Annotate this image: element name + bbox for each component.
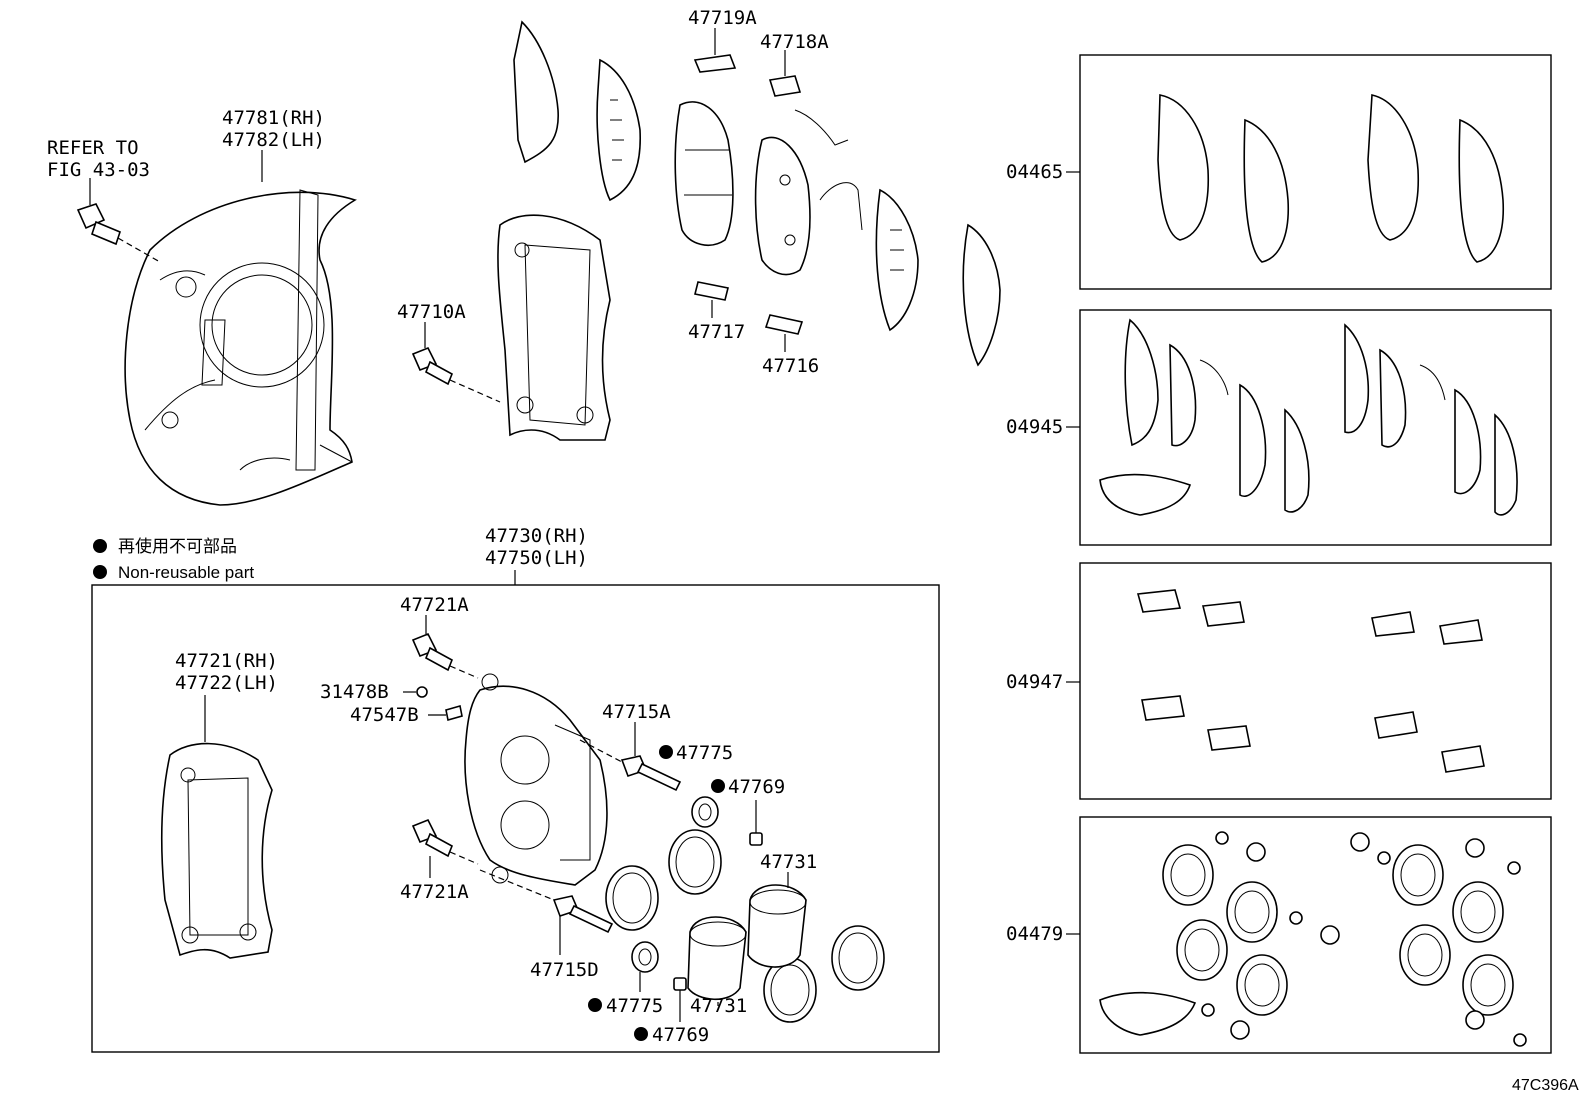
boot-47775-bottom-illustration [631,941,659,992]
bolt-47721a-top-label: 47721A [400,594,469,616]
piston-47731-bottom-label: 47731 [690,995,747,1017]
pad-illustration-2 [754,136,811,276]
dust-cover-illustration [124,189,357,506]
piston-47731-bottom-illustration [687,916,747,1006]
dust-cover-lh-label: 47782(LH) [222,129,325,151]
kit-04945-box [1066,309,1552,546]
piston-47731-top-illustration [747,872,807,968]
kit-04479-label: 04479 [1006,923,1063,945]
shim-illustration-4 [962,223,1001,367]
boot-47775-top-label: 47775 [676,742,733,764]
refer-to-line1: REFER TO [47,137,139,159]
clip-47718a-label: 47718A [760,31,829,53]
shim-illustration-1 [513,20,559,164]
part-47547b-illustration [445,704,463,722]
mount-rh-label: 47721(RH) [175,650,278,672]
caliper-mount-illustration [160,742,273,959]
refer-bolt-illustration [76,178,161,263]
seal-ring-illustration [605,829,885,1023]
dust-cover-rh-label: 47781(RH) [222,107,325,129]
kit-04465-label: 04465 [1006,161,1063,183]
part-31478b-illustration [416,686,428,698]
kit-04947-label: 04947 [1006,671,1063,693]
bolt-47710a-label: 47710A [397,301,466,323]
non-reusable-bullet-icon [588,998,602,1012]
clip-47719a-illustration [693,28,737,73]
mount-lh-label: 47722(LH) [175,672,278,694]
kit-04945-label: 04945 [1006,416,1063,438]
clip-47719a-label: 47719A [688,7,757,29]
pad-illustration-1 [674,101,734,246]
bracket-illustration-top [497,214,611,441]
clip-47717-label: 47717 [688,321,745,343]
bolt-47721a-bottom-illustration [411,818,479,878]
clip-47717-illustration [694,281,729,318]
boot-47775-bottom-label: 47775 [606,995,663,1017]
kit-04465-box [1066,54,1552,290]
non-reusable-bullet-icon [93,565,107,579]
caliper-lh-label: 47750(LH) [485,547,588,569]
bolt-47721a-top-illustration [411,615,479,679]
piston-47731-top-label: 47731 [760,851,817,873]
shim-illustration-2 [596,58,641,202]
cap-47769-top-label: 47769 [728,776,785,798]
bolt-47721a-bottom-label: 47721A [400,881,469,903]
non-reusable-bullet-icon [711,779,725,793]
kit-04479-box [1066,816,1552,1054]
kit-04947-box [1066,562,1552,800]
part-31478b-label: 31478B [320,681,389,703]
non-reusable-bullet-icon [659,745,673,759]
spring-illustration-1 [794,109,863,231]
cap-47769-top-illustration [749,800,763,846]
clip-47716-illustration [764,314,804,352]
pin-47715a-label: 47715A [602,701,671,723]
pin-47715a-illustration [579,722,682,792]
non-reusable-bullet-icon [634,1027,648,1041]
cap-47769-bottom-label: 47769 [652,1024,709,1046]
pin-47715d-illustration [479,869,614,955]
clip-47716-label: 47716 [762,355,819,377]
pin-47715d-label: 47715D [530,959,599,981]
caliper-rh-label: 47730(RH) [485,525,588,547]
non-reusable-bullet-icon [93,539,107,553]
part-47547b-label: 47547B [350,704,419,726]
bolt-47710a-illustration [411,322,501,403]
refer-to-line2: FIG 43-03 [47,159,150,181]
caliper-body-illustration [464,673,608,886]
figure-code: 47C396A [1512,1077,1579,1094]
note-japanese: 再使用不可部品 [118,536,237,556]
note-english: Non-reusable part [118,563,254,582]
cap-47769-bottom-illustration [673,977,687,1022]
boot-47775-top-illustration [691,796,719,828]
clip-47718a-illustration [768,50,802,97]
shim-illustration-3 [875,188,919,332]
caliper-assembly-box [91,584,940,1053]
